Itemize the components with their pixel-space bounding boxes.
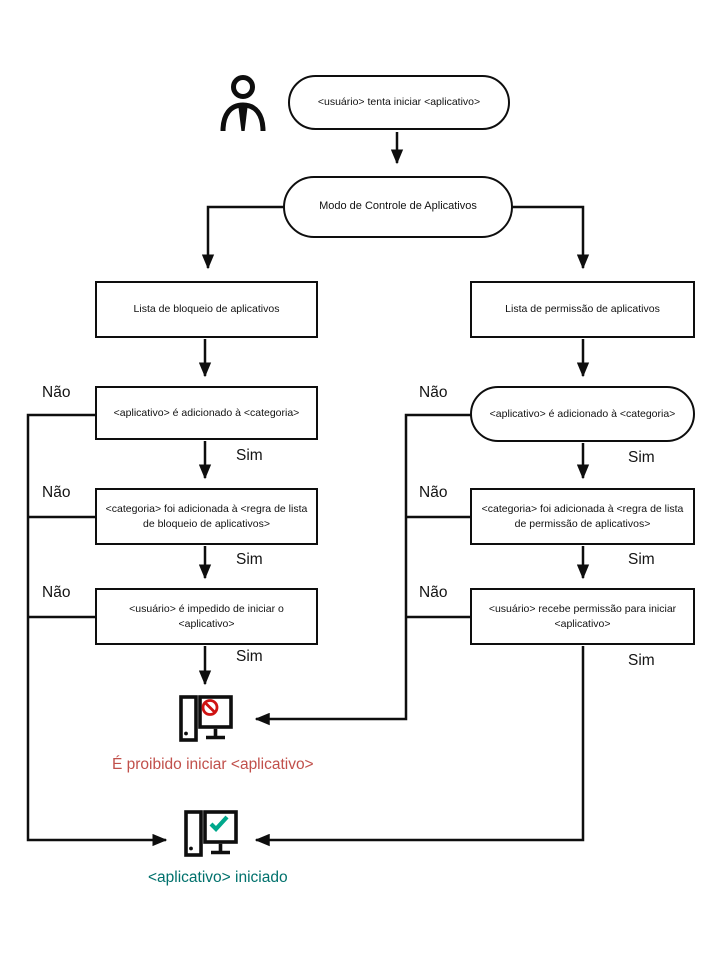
node-left-app-added-category-label: <aplicativo> é adicionado à <categoria>: [113, 406, 300, 419]
arrow-mode-to-allowlist: [512, 205, 590, 270]
node-right-app-added-category-label: <aplicativo> é adicionado à <categoria>: [489, 407, 676, 420]
computer-blocked-icon: [179, 695, 233, 742]
label-nao: Não: [42, 584, 71, 601]
wire-right-yes-to-started-icon: [254, 646, 585, 847]
label-sim: Sim: [236, 551, 263, 568]
node-application-control-mode: Modo de Controle de Aplicativos: [283, 176, 513, 238]
label-sim: Sim: [628, 551, 655, 568]
node-right-category-added-rule-label: <categoria> foi adicionada à <regra de l…: [481, 502, 684, 530]
label-nao: Não: [419, 584, 448, 601]
check-mark: [209, 815, 229, 833]
result-started-text: <aplicativo> iniciado: [148, 869, 288, 886]
label-nao: Não: [419, 384, 448, 401]
label-nao: Não: [42, 384, 71, 401]
user-icon: [220, 75, 266, 132]
node-right-category-added-rule: <categoria> foi adicionada à <regra de l…: [470, 488, 695, 545]
node-left-category-added-rule: <categoria> foi adicionada à <regra de l…: [95, 488, 318, 545]
label-nao: Não: [42, 484, 71, 501]
node-user-blocked: <usuário> é impedido de iniciar o <aplic…: [95, 588, 318, 645]
node-left-category-added-rule-label: <categoria> foi adicionada à <regra de l…: [105, 502, 308, 530]
node-user-tries-start: <usuário> tenta iniciar <aplicativo>: [288, 75, 510, 130]
result-denied-text: É proibido iniciar <aplicativo>: [112, 756, 314, 773]
node-left-app-added-category: <aplicativo> é adicionado à <categoria>: [95, 386, 318, 440]
node-right-app-added-category: <aplicativo> é adicionado à <categoria>: [470, 386, 695, 442]
node-allowlist: Lista de permissão de aplicativos: [470, 281, 695, 338]
label-sim: Sim: [236, 447, 263, 464]
label-sim: Sim: [628, 449, 655, 466]
node-application-control-mode-label: Modo de Controle de Aplicativos: [319, 200, 477, 213]
node-user-allowed-label: <usuário> recebe permissão para iniciar …: [488, 602, 677, 630]
node-user-allowed: <usuário> recebe permissão para iniciar …: [470, 588, 695, 645]
node-user-blocked-label: <usuário> é impedido de iniciar o <aplic…: [129, 602, 284, 630]
wire-left-no-main: [26, 413, 168, 847]
node-blocklist-label: Lista de bloqueio de aplicativos: [133, 303, 280, 316]
label-sim: Sim: [236, 648, 263, 665]
wire-right-no-main: [254, 413, 471, 726]
node-blocklist: Lista de bloqueio de aplicativos: [95, 281, 318, 338]
label-nao: Não: [419, 484, 448, 501]
arrow-mode-to-blocklist: [201, 205, 284, 270]
label-sim: Sim: [628, 652, 655, 669]
computer-started-icon: [184, 810, 238, 857]
node-allowlist-label: Lista de permissão de aplicativos: [505, 303, 660, 316]
prohibition-sign: [201, 699, 219, 716]
node-user-tries-start-label: <usuário> tenta iniciar <aplicativo>: [317, 96, 481, 109]
